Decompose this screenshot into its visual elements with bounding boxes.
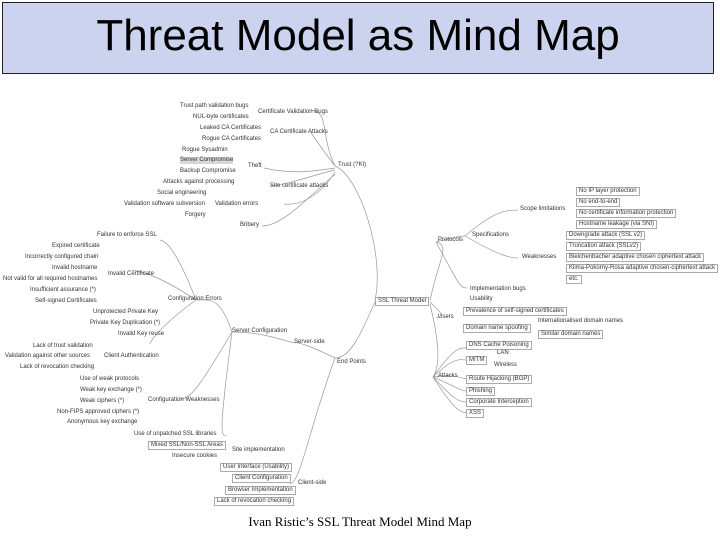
attack-leaf: DNS Cache Poisoning <box>466 341 532 350</box>
client-auth-leaf: Lack of revocation checking <box>20 364 95 370</box>
invalid-cert-leaf: Self-signed Certificates <box>35 298 97 304</box>
attack-leaf: Phishing <box>466 387 496 396</box>
cert-validation-node: Certificate Validation Bugs <box>258 109 328 115</box>
client-auth-node: Client Authentication <box>104 353 159 359</box>
ca-leaf: Leaked CA Certificates <box>200 125 262 131</box>
failure-ssl-node: Failure to enforce SSL <box>97 232 157 238</box>
spoof-leaf: Similar domain names <box>538 330 604 339</box>
invalid-cert-leaf: Not valid for all required hostnames <box>3 276 98 282</box>
title-bar: Threat Model as Mind Map <box>2 2 714 74</box>
unpatched-node: Use of unpatched SSL libraries <box>134 431 217 437</box>
theft-leaf: Server Compromise <box>180 157 234 164</box>
protocols-node: Protocols <box>438 237 464 243</box>
weakness-leaf: Truncation attack (SSLv2) <box>566 242 642 251</box>
cert-validation-leaf: Trust path validation bugs <box>180 103 249 109</box>
theft-leaf: Backup Compromise <box>180 168 236 174</box>
scope-leaf: No certificate information protection <box>576 209 677 218</box>
cert-validation-leaf: NUL-byte certificates <box>193 114 249 120</box>
validation-errors-node: Validation errors <box>215 201 259 207</box>
site-leaf: Attacks against processing <box>163 179 235 185</box>
weakness-leaf: Klima-Pokorny-Rosa adaptive chosen-ciphe… <box>566 264 719 273</box>
user-leaf: Domain name spoofing <box>463 324 531 333</box>
theft-node: Theft <box>248 163 262 169</box>
weakness-leaf: etc. <box>566 275 582 284</box>
attack-leaf: Route Hijacking (BGP) <box>466 375 533 384</box>
mind-map-connectors <box>131 109 519 485</box>
weakness-leaf: Bleichenbacher adaptive chosen ciphertex… <box>566 253 705 262</box>
usability-node: Usability <box>470 296 493 302</box>
weakness-leaf: Downgrade attack (SSL v2) <box>566 231 646 240</box>
validation-leaf: Forgery <box>185 212 206 218</box>
client-side-leaf: Lack of revocation checking <box>214 497 295 506</box>
trust-node: Trust (?KI) <box>338 162 367 168</box>
client-side-leaf: Browser Implementation <box>225 486 296 495</box>
client-side-node: Client-side <box>298 480 327 486</box>
site-leaf: Social engineering <box>157 190 207 196</box>
bribery-node: Bribery <box>240 222 260 228</box>
config-weak-leaf: Weak ciphers (*) <box>80 398 125 404</box>
endpoints-node: End Points <box>337 359 367 365</box>
implementation-bugs-node: Implementation bugs <box>470 286 526 292</box>
config-weak-leaf: Non-FIPS approved ciphers (*) <box>57 409 140 415</box>
client-auth-leaf: Lack of trust validation <box>33 343 93 349</box>
root-node: SSL Threat Model <box>375 297 430 306</box>
invalid-cert-leaf: Invalid hostname <box>52 265 98 271</box>
client-side-leaf: User Interface (Usability) <box>220 463 293 472</box>
mixed-node: Mixed SSL/Non-SSL Areas <box>148 441 226 450</box>
server-config-node: Server Configuration <box>232 328 288 334</box>
attacks-node: Attacks <box>438 373 458 379</box>
attack-leaf: XSS <box>466 409 485 418</box>
invalid-cert-leaf: Expired certificate <box>52 243 100 249</box>
mitm-leaf: Wireless <box>494 362 518 368</box>
weaknesses-node: Weaknesses <box>522 254 557 260</box>
config-errors-node: Configuration Errors <box>168 296 222 302</box>
invalid-cert-node: Invalid Certificate <box>108 271 155 277</box>
users-node: Users <box>438 314 454 320</box>
config-weaknesses-node: Configuration Weaknesses <box>148 397 220 403</box>
server-side-node: Server-side <box>294 339 325 345</box>
theft-leaf: Rogue Sysadmin <box>182 147 228 153</box>
config-weak-leaf: Anonymous key exchange <box>67 419 138 425</box>
mind-map: SSL Threat Model Trust (?KI) Trust path … <box>0 96 720 516</box>
specifications-node: Specifications <box>472 232 510 238</box>
ca-attacks-node: CA Certificate Attacks <box>270 129 328 135</box>
user-leaf: Prevalence of self-signed certificates <box>463 307 567 316</box>
key-item: Private Key Duplication (*) <box>90 320 161 326</box>
slide-title: Threat Model as Mind Map <box>96 11 620 60</box>
insecure-cookies-node: Insecure cookies <box>172 453 218 459</box>
config-weak-leaf: Use of weak protocols <box>80 376 140 382</box>
client-side-leaf: Client Configuration <box>232 474 291 483</box>
ca-leaf: Rogue CA Certificates <box>202 136 262 142</box>
site-attacks-node: Site certificate attacks <box>270 183 329 189</box>
attack-leaf: MITM <box>466 356 488 365</box>
scope-limitations-node: Scope limitations <box>520 206 566 212</box>
scope-leaf: Hostname leakage (via SNI) <box>576 220 658 229</box>
mitm-leaf: LAN <box>497 350 509 356</box>
attack-leaf: Corporate Interception <box>466 398 532 407</box>
scope-leaf: No end-to-end <box>576 198 621 207</box>
site-impl-node: Site implementation <box>232 447 285 453</box>
client-auth-leaf: Validation against other sources <box>5 353 90 359</box>
key-item: Unprotected Private Key <box>93 309 159 315</box>
invalid-cert-leaf: Incorrectly configured chain <box>25 254 99 260</box>
validation-leaf: Validation software subversion <box>124 201 205 207</box>
scope-leaf: No IP layer protection <box>576 187 640 196</box>
spoof-leaf: Internationalised domain names <box>538 318 624 324</box>
config-weak-leaf: Weak key exchange (*) <box>80 387 142 393</box>
key-item: Invalid Key reuse <box>118 331 165 337</box>
slide-caption: Ivan Ristic’s SSL Threat Model Mind Map <box>248 514 472 529</box>
invalid-cert-leaf: Insufficient assurance (*) <box>30 287 96 293</box>
